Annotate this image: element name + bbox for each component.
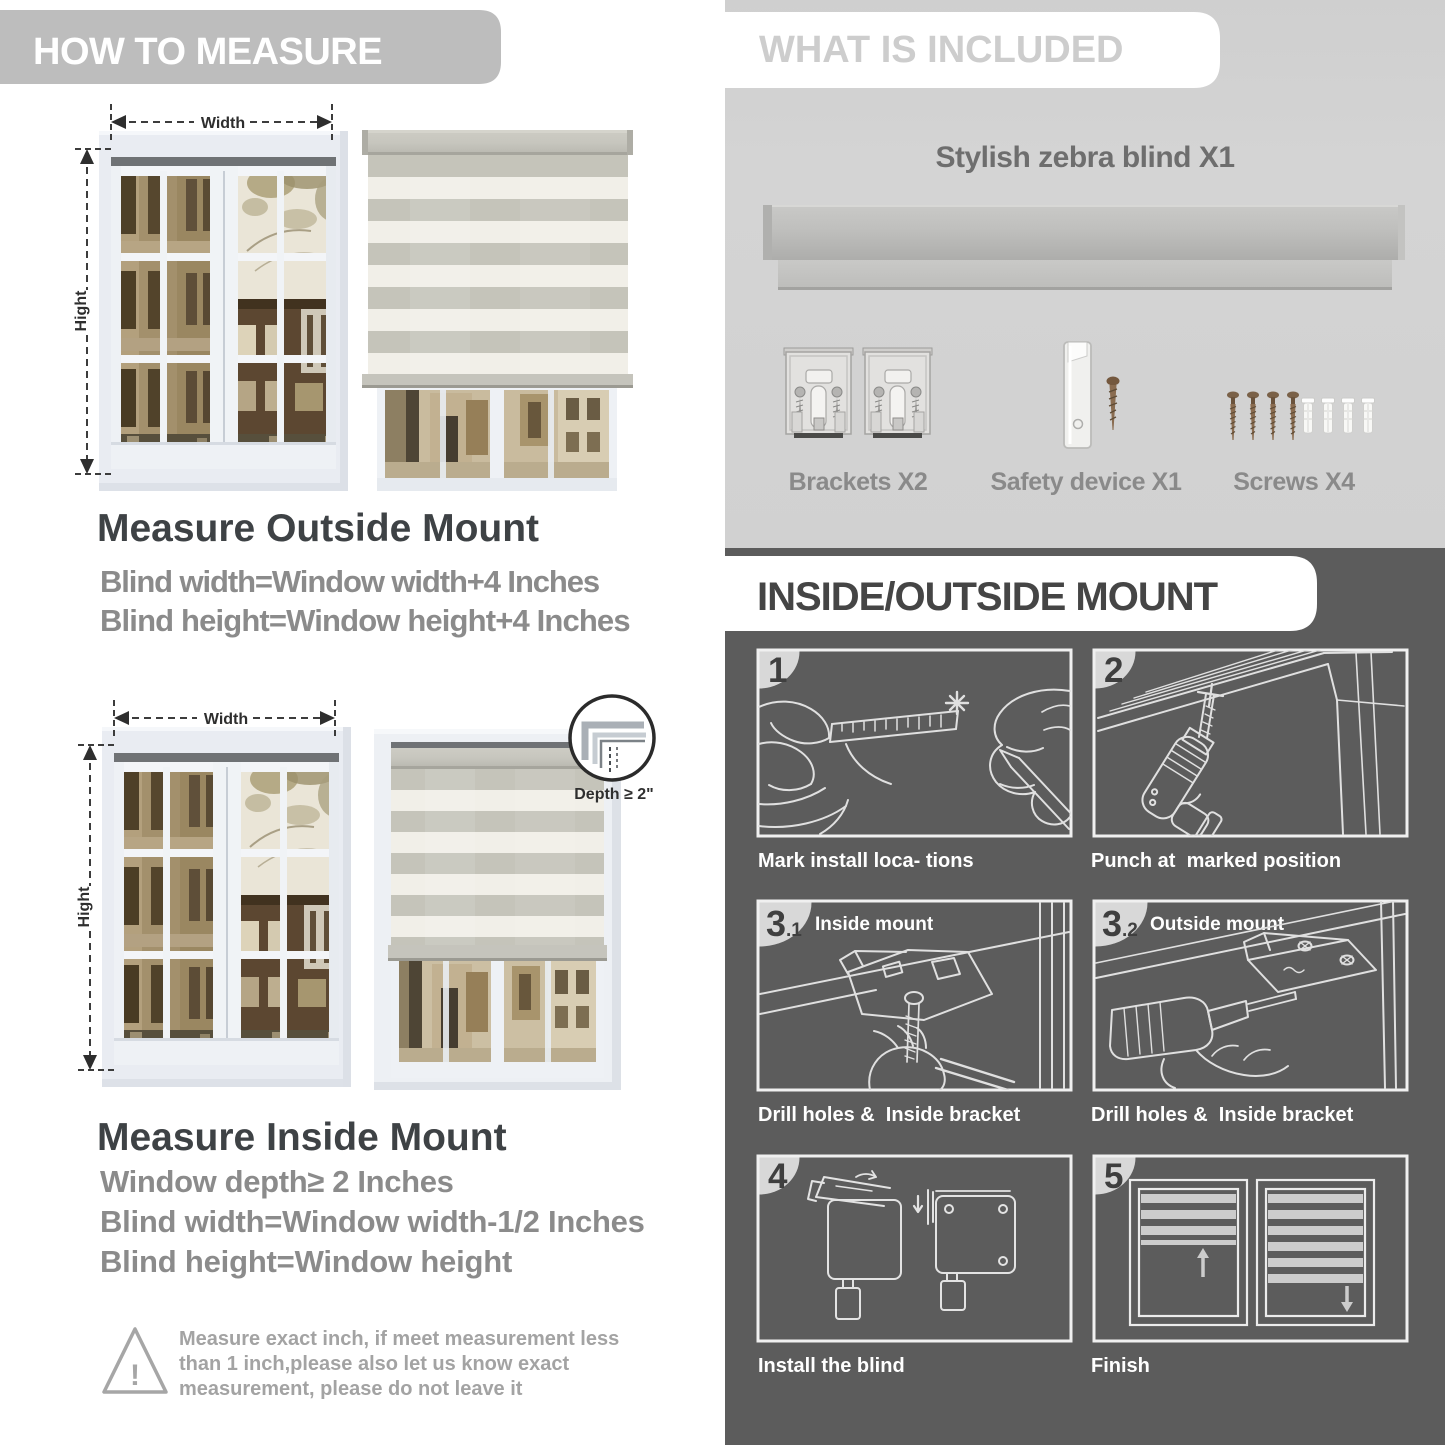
svg-text:Install the blind: Install the blind	[758, 1355, 905, 1377]
svg-text:Window depth≥ 2 Inches: Window depth≥ 2 Inches	[100, 1164, 454, 1199]
svg-text:Blind width=Window width+4 Inc: Blind width=Window width+4 Inches	[100, 564, 599, 599]
svg-text:!: !	[130, 1359, 140, 1392]
svg-text:Blind height=Window height+4 I: Blind height=Window height+4 Inches	[100, 603, 630, 638]
svg-text:Brackets X2: Brackets X2	[789, 468, 928, 496]
svg-text:Depth ≥ 2": Depth ≥ 2"	[574, 786, 653, 803]
svg-text:Safety device X1: Safety device X1	[991, 468, 1182, 496]
svg-text:Mark install loca- tions: Mark install loca- tions	[758, 850, 974, 872]
svg-text:Measure Inside Mount: Measure Inside Mount	[97, 1116, 507, 1159]
svg-text:5: 5	[1104, 1157, 1123, 1196]
svg-text:Inside mount: Inside mount	[815, 914, 934, 935]
svg-text:Blind height=Window height: Blind height=Window height	[100, 1244, 512, 1279]
svg-text:Drill holes & Inside bracket: Drill holes & Inside bracket	[758, 1104, 1021, 1126]
svg-text:4: 4	[768, 1157, 788, 1196]
svg-text:Finish: Finish	[1091, 1355, 1150, 1377]
svg-text:Blind width=Window width-1/2 I: Blind width=Window width-1/2 Inches	[100, 1204, 645, 1239]
svg-text:Drill holes & Inside bracket: Drill holes & Inside bracket	[1091, 1104, 1354, 1126]
svg-text:WHAT IS INCLUDED: WHAT IS INCLUDED	[759, 29, 1124, 71]
svg-text:Measure Outside Mount: Measure Outside Mount	[97, 507, 539, 550]
svg-text:Hight: Hight	[73, 290, 90, 332]
svg-text:Screws X4: Screws X4	[1233, 468, 1355, 496]
svg-text:than 1 inch,please also let us: than 1 inch,please also let us know exac…	[179, 1353, 569, 1375]
svg-text:Width: Width	[201, 115, 245, 132]
svg-text:2: 2	[1104, 651, 1123, 690]
svg-text:Punch at marked position: Punch at marked position	[1091, 850, 1341, 872]
svg-text:Width: Width	[204, 711, 248, 728]
svg-text:INSIDE/OUTSIDE MOUNT: INSIDE/OUTSIDE MOUNT	[757, 575, 1218, 619]
svg-text:HOW TO MEASURE: HOW TO MEASURE	[33, 31, 382, 73]
svg-text:1: 1	[768, 651, 787, 690]
svg-text:Hight: Hight	[76, 886, 93, 928]
svg-text:measurement, please do not lea: measurement, please do not leave it	[179, 1378, 523, 1400]
svg-text:Stylish zebra blind X1: Stylish zebra blind X1	[935, 141, 1234, 174]
svg-text:Outside mount: Outside mount	[1150, 914, 1285, 935]
svg-text:Measure exact inch, if meet me: Measure exact inch, if meet measurement …	[179, 1328, 619, 1350]
